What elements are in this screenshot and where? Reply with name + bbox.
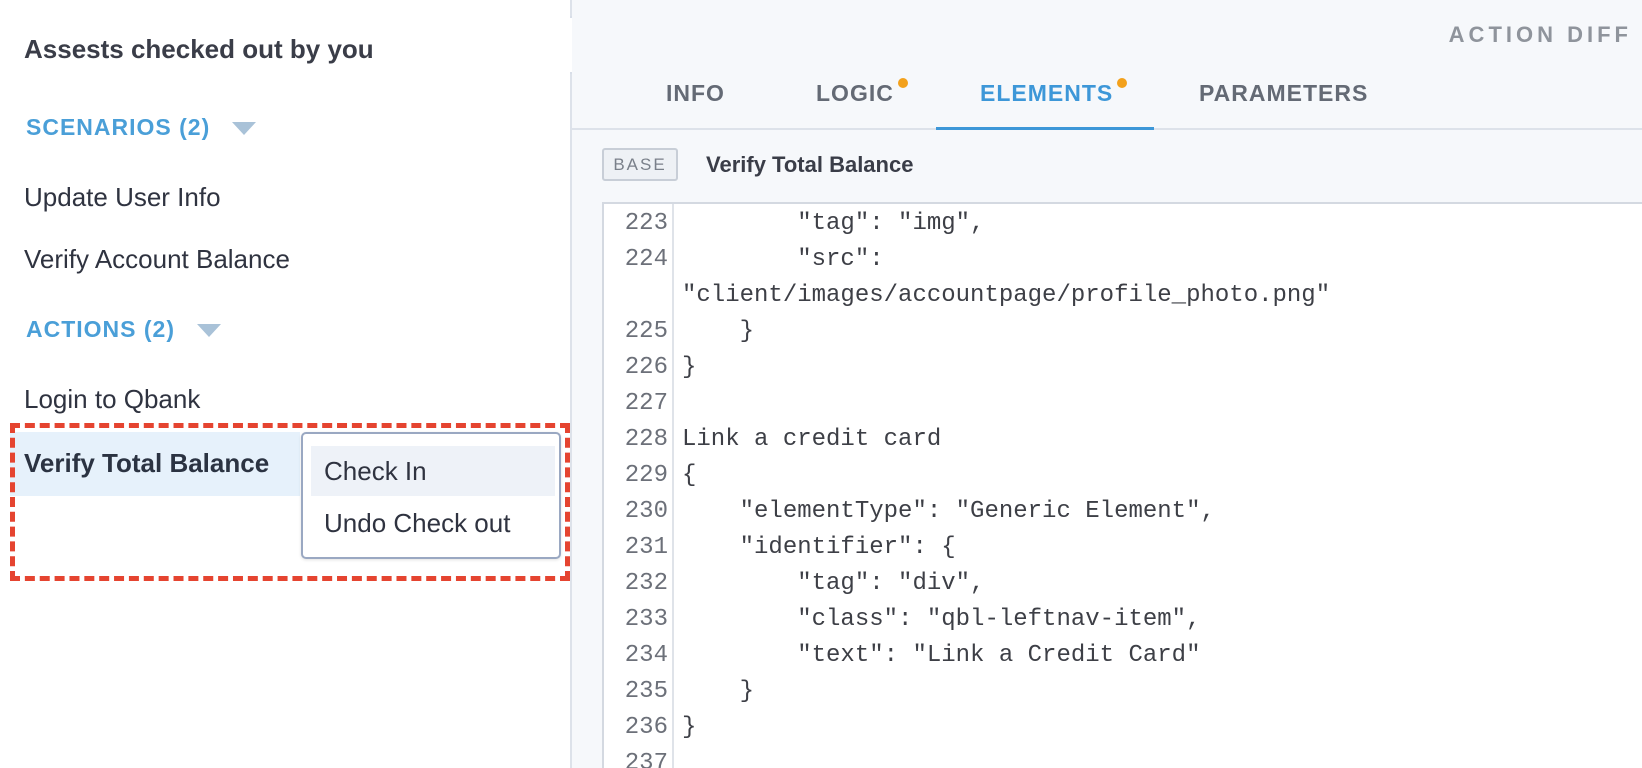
code-line: "client/images/accountpage/profile_photo… [604, 278, 1642, 314]
tab-label: LOGIC [816, 80, 894, 106]
code-text: "tag": "div", [682, 570, 985, 597]
code-line: 231 "identifier": { [604, 530, 1642, 566]
code-line: 234 "text": "Link a Credit Card" [604, 638, 1642, 674]
action-item[interactable]: Login to Qbank [24, 384, 201, 414]
line-number: 233 [624, 606, 668, 633]
line-number: 237 [624, 750, 668, 768]
code-text: { [682, 462, 697, 489]
tab-parameters[interactable]: PARAMETERS [1199, 80, 1368, 130]
line-number: 223 [624, 210, 668, 237]
code-text: } [682, 678, 755, 705]
code-line: 230 "elementType": "Generic Element", [604, 494, 1642, 530]
code-line: 227 [604, 386, 1642, 422]
caret-down-icon [197, 324, 221, 337]
tab-logic[interactable]: LOGIC [816, 78, 908, 130]
tab-label: INFO [666, 80, 725, 106]
tab-label: ELEMENTS [980, 80, 1114, 106]
code-text: } [682, 318, 755, 345]
action-diff-title: ACTION DIFF [1448, 22, 1632, 47]
action-diff-panel: ACTION DIFF INFO LOGIC ELEMENTS PARAMETE… [572, 0, 1642, 768]
panel-divider [570, 0, 572, 768]
code-text: "elementType": "Generic Element", [682, 498, 1215, 525]
line-number: 230 [624, 498, 668, 525]
code-line: 236} [604, 710, 1642, 746]
tab-elements[interactable]: ELEMENTS [936, 78, 1154, 130]
line-number: 236 [624, 714, 668, 741]
code-text: "src": [682, 246, 884, 273]
code-text: "text": "Link a Credit Card" [682, 642, 1201, 669]
tab-label: PARAMETERS [1199, 80, 1369, 106]
code-line: 229 { [604, 458, 1642, 494]
actions-header-label: ACTIONS (2) [26, 316, 175, 342]
action-item-label: Verify Total Balance [24, 448, 270, 478]
code-line: 223 "tag": "img", [604, 206, 1642, 242]
check-in-menu-item[interactable]: Check In [311, 446, 555, 496]
caret-down-icon [232, 122, 257, 135]
line-number: 228 [624, 426, 668, 453]
code-viewer[interactable]: 223 "tag": "img",224 "src":"client/image… [602, 202, 1642, 768]
line-number: 229 [624, 462, 668, 489]
scenarios-header-label: SCENARIOS (2) [26, 114, 211, 140]
code-line: 235 } [604, 674, 1642, 710]
line-number: 234 [624, 642, 668, 669]
unsaved-dot-icon [1117, 78, 1128, 88]
code-text: "tag": "img", [682, 210, 985, 237]
code-text: "identifier": { [682, 534, 956, 561]
tab-bar: INFO LOGIC ELEMENTS PARAMETERS [572, 64, 1642, 130]
code-text: } [682, 714, 697, 741]
unsaved-dot-icon [897, 78, 908, 88]
code-line: 232 "tag": "div", [604, 566, 1642, 602]
code-text: "class": "qbl-leftnav-item", [682, 606, 1201, 633]
code-line: 225 } [604, 314, 1642, 350]
scenario-item[interactable]: Verify Account Balance [24, 244, 290, 274]
line-number: 235 [624, 678, 668, 705]
sidebar: Assests checked out by you SCENARIOS (2)… [0, 0, 570, 768]
file-title: Verify Total Balance [706, 152, 914, 177]
line-number: 227 [624, 390, 668, 417]
line-number: 224 [624, 246, 668, 273]
actions-section-header[interactable]: ACTIONS (2) [26, 316, 221, 343]
code-line: 228 Link a credit card [604, 422, 1642, 458]
code-text: "client/images/accountpage/profile_photo… [682, 282, 1331, 309]
line-number: 231 [624, 534, 668, 561]
scenario-item[interactable]: Update User Info [24, 182, 221, 212]
code-line: 233 "class": "qbl-leftnav-item", [604, 602, 1642, 638]
line-number: 225 [624, 318, 668, 345]
action-item-selected[interactable]: Verify Total Balance [10, 432, 300, 496]
line-number-gutter [604, 204, 674, 768]
base-badge: BASE [602, 148, 678, 181]
code-line: 224 "src": [604, 242, 1642, 278]
code-text: Link a credit card [682, 426, 942, 453]
undo-check-out-menu-item[interactable]: Undo Check out [324, 508, 511, 538]
sidebar-title: Assests checked out by you [24, 34, 374, 64]
tab-info[interactable]: INFO [666, 80, 725, 130]
code-text: } [682, 354, 697, 381]
context-menu: Check In Undo Check out [301, 432, 561, 559]
line-number: 226 [624, 354, 668, 381]
line-number: 232 [624, 570, 668, 597]
code-line: 237 [604, 746, 1642, 768]
scenarios-section-header[interactable]: SCENARIOS (2) [26, 114, 257, 141]
code-line: 226} [604, 350, 1642, 386]
